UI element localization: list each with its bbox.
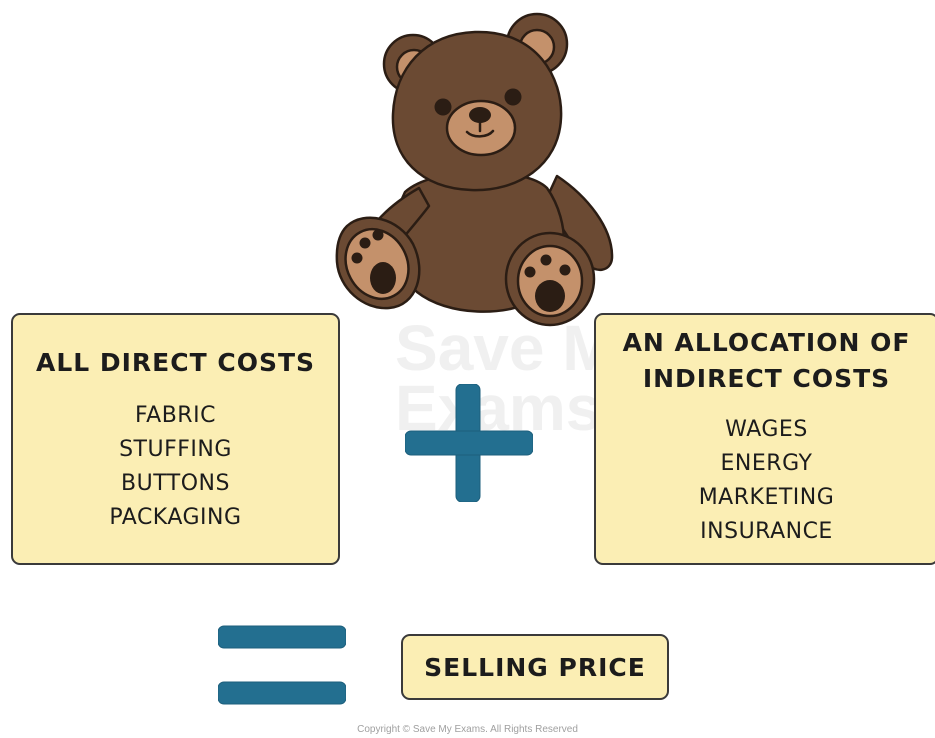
direct-costs-title: ALL DIRECT COSTS: [35, 348, 316, 377]
direct-cost-item: STUFFING: [119, 437, 232, 462]
direct-cost-item: BUTTONS: [121, 471, 230, 496]
indirect-costs-list: WAGES ENERGY MARKETING INSURANCE: [596, 413, 935, 549]
direct-cost-item: FABRIC: [135, 403, 216, 428]
indirect-cost-item: WAGES: [725, 417, 808, 442]
teddy-bear-icon: [335, 12, 614, 327]
direct-cost-item: PACKAGING: [109, 505, 242, 530]
copyright-notice: Copyright © Save My Exams. All Rights Re…: [357, 724, 578, 735]
plus-icon: [405, 384, 533, 502]
indirect-cost-item: ENERGY: [720, 451, 813, 476]
indirect-costs-box: AN ALLOCATION OF INDIRECT COSTS WAGES EN…: [594, 313, 935, 565]
direct-costs-list: FABRIC STUFFING BUTTONS PACKAGING: [13, 399, 338, 535]
indirect-cost-item: MARKETING: [698, 485, 835, 510]
indirect-costs-title: AN ALLOCATION OF INDIRECT COSTS: [622, 328, 911, 393]
selling-price-box: SELLING PRICE: [401, 634, 669, 700]
selling-price-label: SELLING PRICE: [424, 652, 646, 682]
indirect-cost-item: INSURANCE: [700, 519, 833, 544]
direct-costs-box: ALL DIRECT COSTS FABRIC STUFFING BUTTONS…: [11, 313, 340, 565]
equals-icon: [218, 625, 346, 705]
